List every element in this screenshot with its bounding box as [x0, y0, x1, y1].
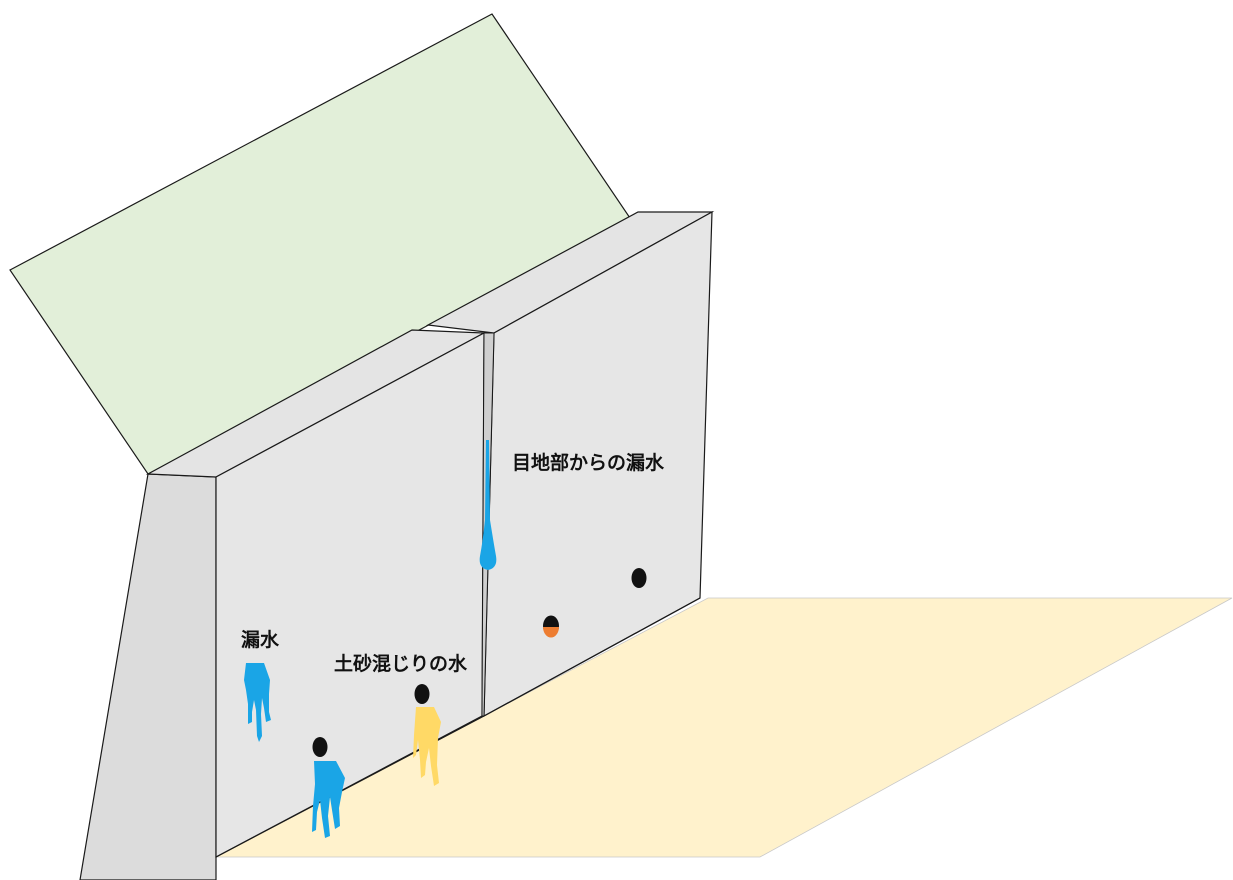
- drain-hole-icon: [312, 737, 328, 757]
- left-block-end-face: [79, 473, 217, 880]
- drain-hole-icon: [543, 615, 559, 638]
- joint-leak-water: [479, 440, 497, 570]
- water-drip-icon: [244, 663, 271, 742]
- water-drip-icon: [413, 707, 441, 786]
- muddy-water-label: 土砂混じりの水: [334, 653, 468, 675]
- leak-label: 漏水: [241, 629, 280, 651]
- water-drip-icon: [312, 761, 345, 838]
- drain-hole-icon: [631, 568, 647, 588]
- drain-hole-icon: [414, 684, 430, 704]
- wall-base-line: [215, 597, 701, 858]
- joint-leak-label: 目地部からの漏水: [512, 451, 665, 474]
- ground-area: [215, 597, 1233, 858]
